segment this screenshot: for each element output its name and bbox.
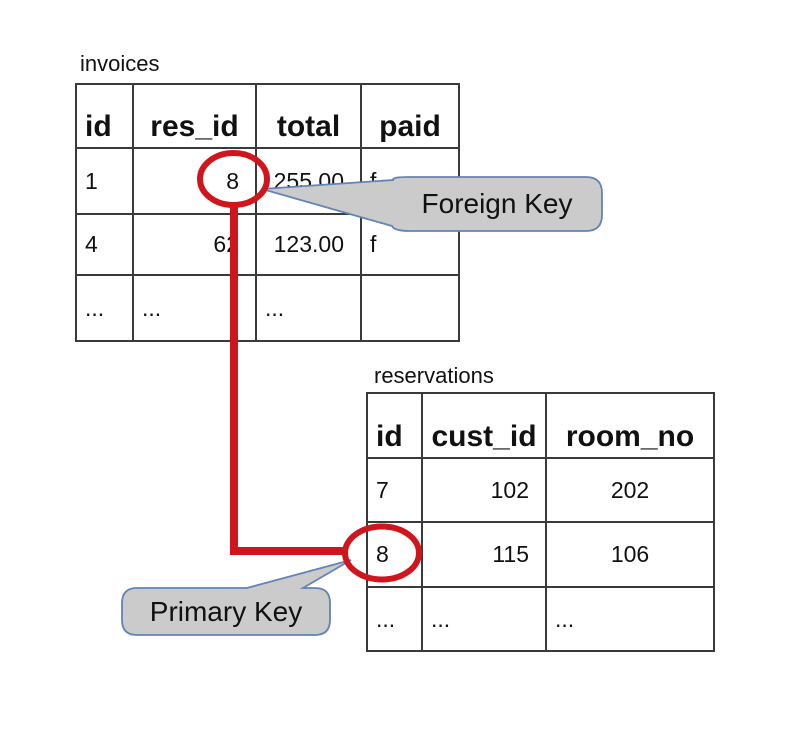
table-cell-highlighted-res-id: 8 <box>132 147 257 215</box>
table-cell <box>360 274 460 342</box>
table-cell: ... <box>255 274 362 342</box>
foreign-key-callout-label: Foreign Key <box>421 188 573 219</box>
table-cell: 4 <box>75 213 134 276</box>
table-row: ... ... ... <box>75 274 460 342</box>
table-cell: 1 <box>75 147 134 215</box>
column-header-cust-id: cust_id <box>421 392 547 459</box>
table-cell: 7 <box>366 457 423 523</box>
table-cell: 62 <box>132 213 257 276</box>
table-cell: 102 <box>421 457 547 523</box>
primary-key-callout-label: Primary Key <box>149 595 303 627</box>
reservations-table-title: reservations <box>374 363 494 388</box>
table-row: 8 115 106 <box>366 521 715 588</box>
table-cell: ... <box>545 586 715 652</box>
invoices-table-title: invoices <box>80 51 160 76</box>
table-cell: 106 <box>545 521 715 588</box>
table-cell: 123.00 <box>255 213 362 276</box>
table-cell: 202 <box>545 457 715 523</box>
table-cell: 115 <box>421 521 547 588</box>
column-header-room-no: room_no <box>545 392 715 459</box>
table-cell: 255.00 <box>255 147 362 215</box>
invoices-header-row: id res_id total paid <box>75 83 460 149</box>
table-cell: ... <box>75 274 134 342</box>
table-cell: ... <box>132 274 257 342</box>
column-header-res-id: res_id <box>132 83 257 149</box>
column-header-id: id <box>75 83 134 149</box>
table-cell: ... <box>366 586 423 652</box>
column-header-paid: paid <box>360 83 460 149</box>
column-header-total: total <box>255 83 362 149</box>
column-header-id: id <box>366 392 423 459</box>
reservations-header-row: id cust_id room_no <box>366 392 715 459</box>
table-row: 7 102 202 <box>366 457 715 523</box>
table-cell: ... <box>421 586 547 652</box>
reservations-table: id cust_id room_no 7 102 202 8 115 106 .… <box>366 392 715 652</box>
table-cell-highlighted-id: 8 <box>366 521 423 588</box>
table-row: ... ... ... <box>366 586 715 652</box>
